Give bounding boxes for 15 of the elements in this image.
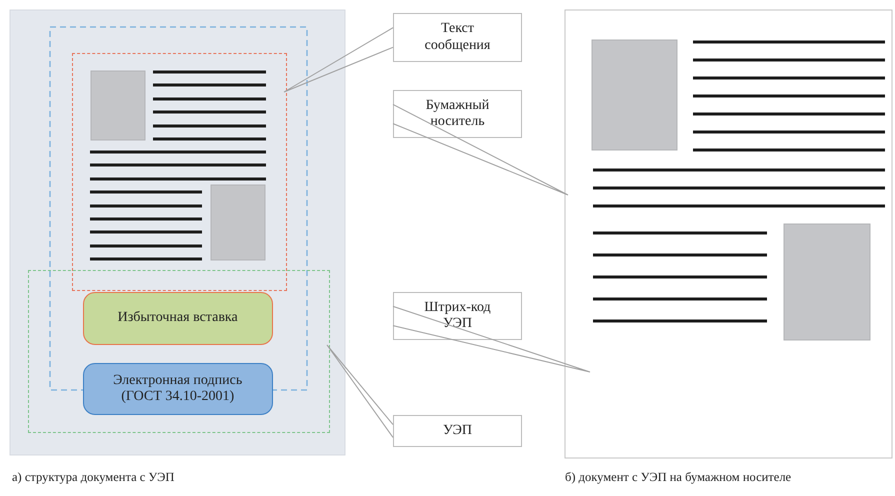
callout-box: Бумажный носитель <box>393 90 522 138</box>
caption-text: а) структура документа с УЭП <box>12 470 174 485</box>
leader-line <box>284 27 394 92</box>
leader-line <box>392 104 568 196</box>
callout-box: Штрих-код УЭП <box>393 292 522 340</box>
caption-text: б) документ с УЭП на бумажном носителе <box>565 470 792 485</box>
rounded-box: Электронная подпись (ГОСТ 34.10-2001) <box>82 362 273 415</box>
leader-line <box>392 306 590 372</box>
rounded-box: Избыточная вставка <box>82 292 273 345</box>
dashed-frame <box>72 53 287 291</box>
paper-document-drawing <box>564 10 892 458</box>
leader-line <box>326 344 394 438</box>
dashed-frame <box>28 270 330 433</box>
callout-box: УЭП <box>393 415 522 447</box>
callout-box: Текст сообщения <box>393 13 522 62</box>
